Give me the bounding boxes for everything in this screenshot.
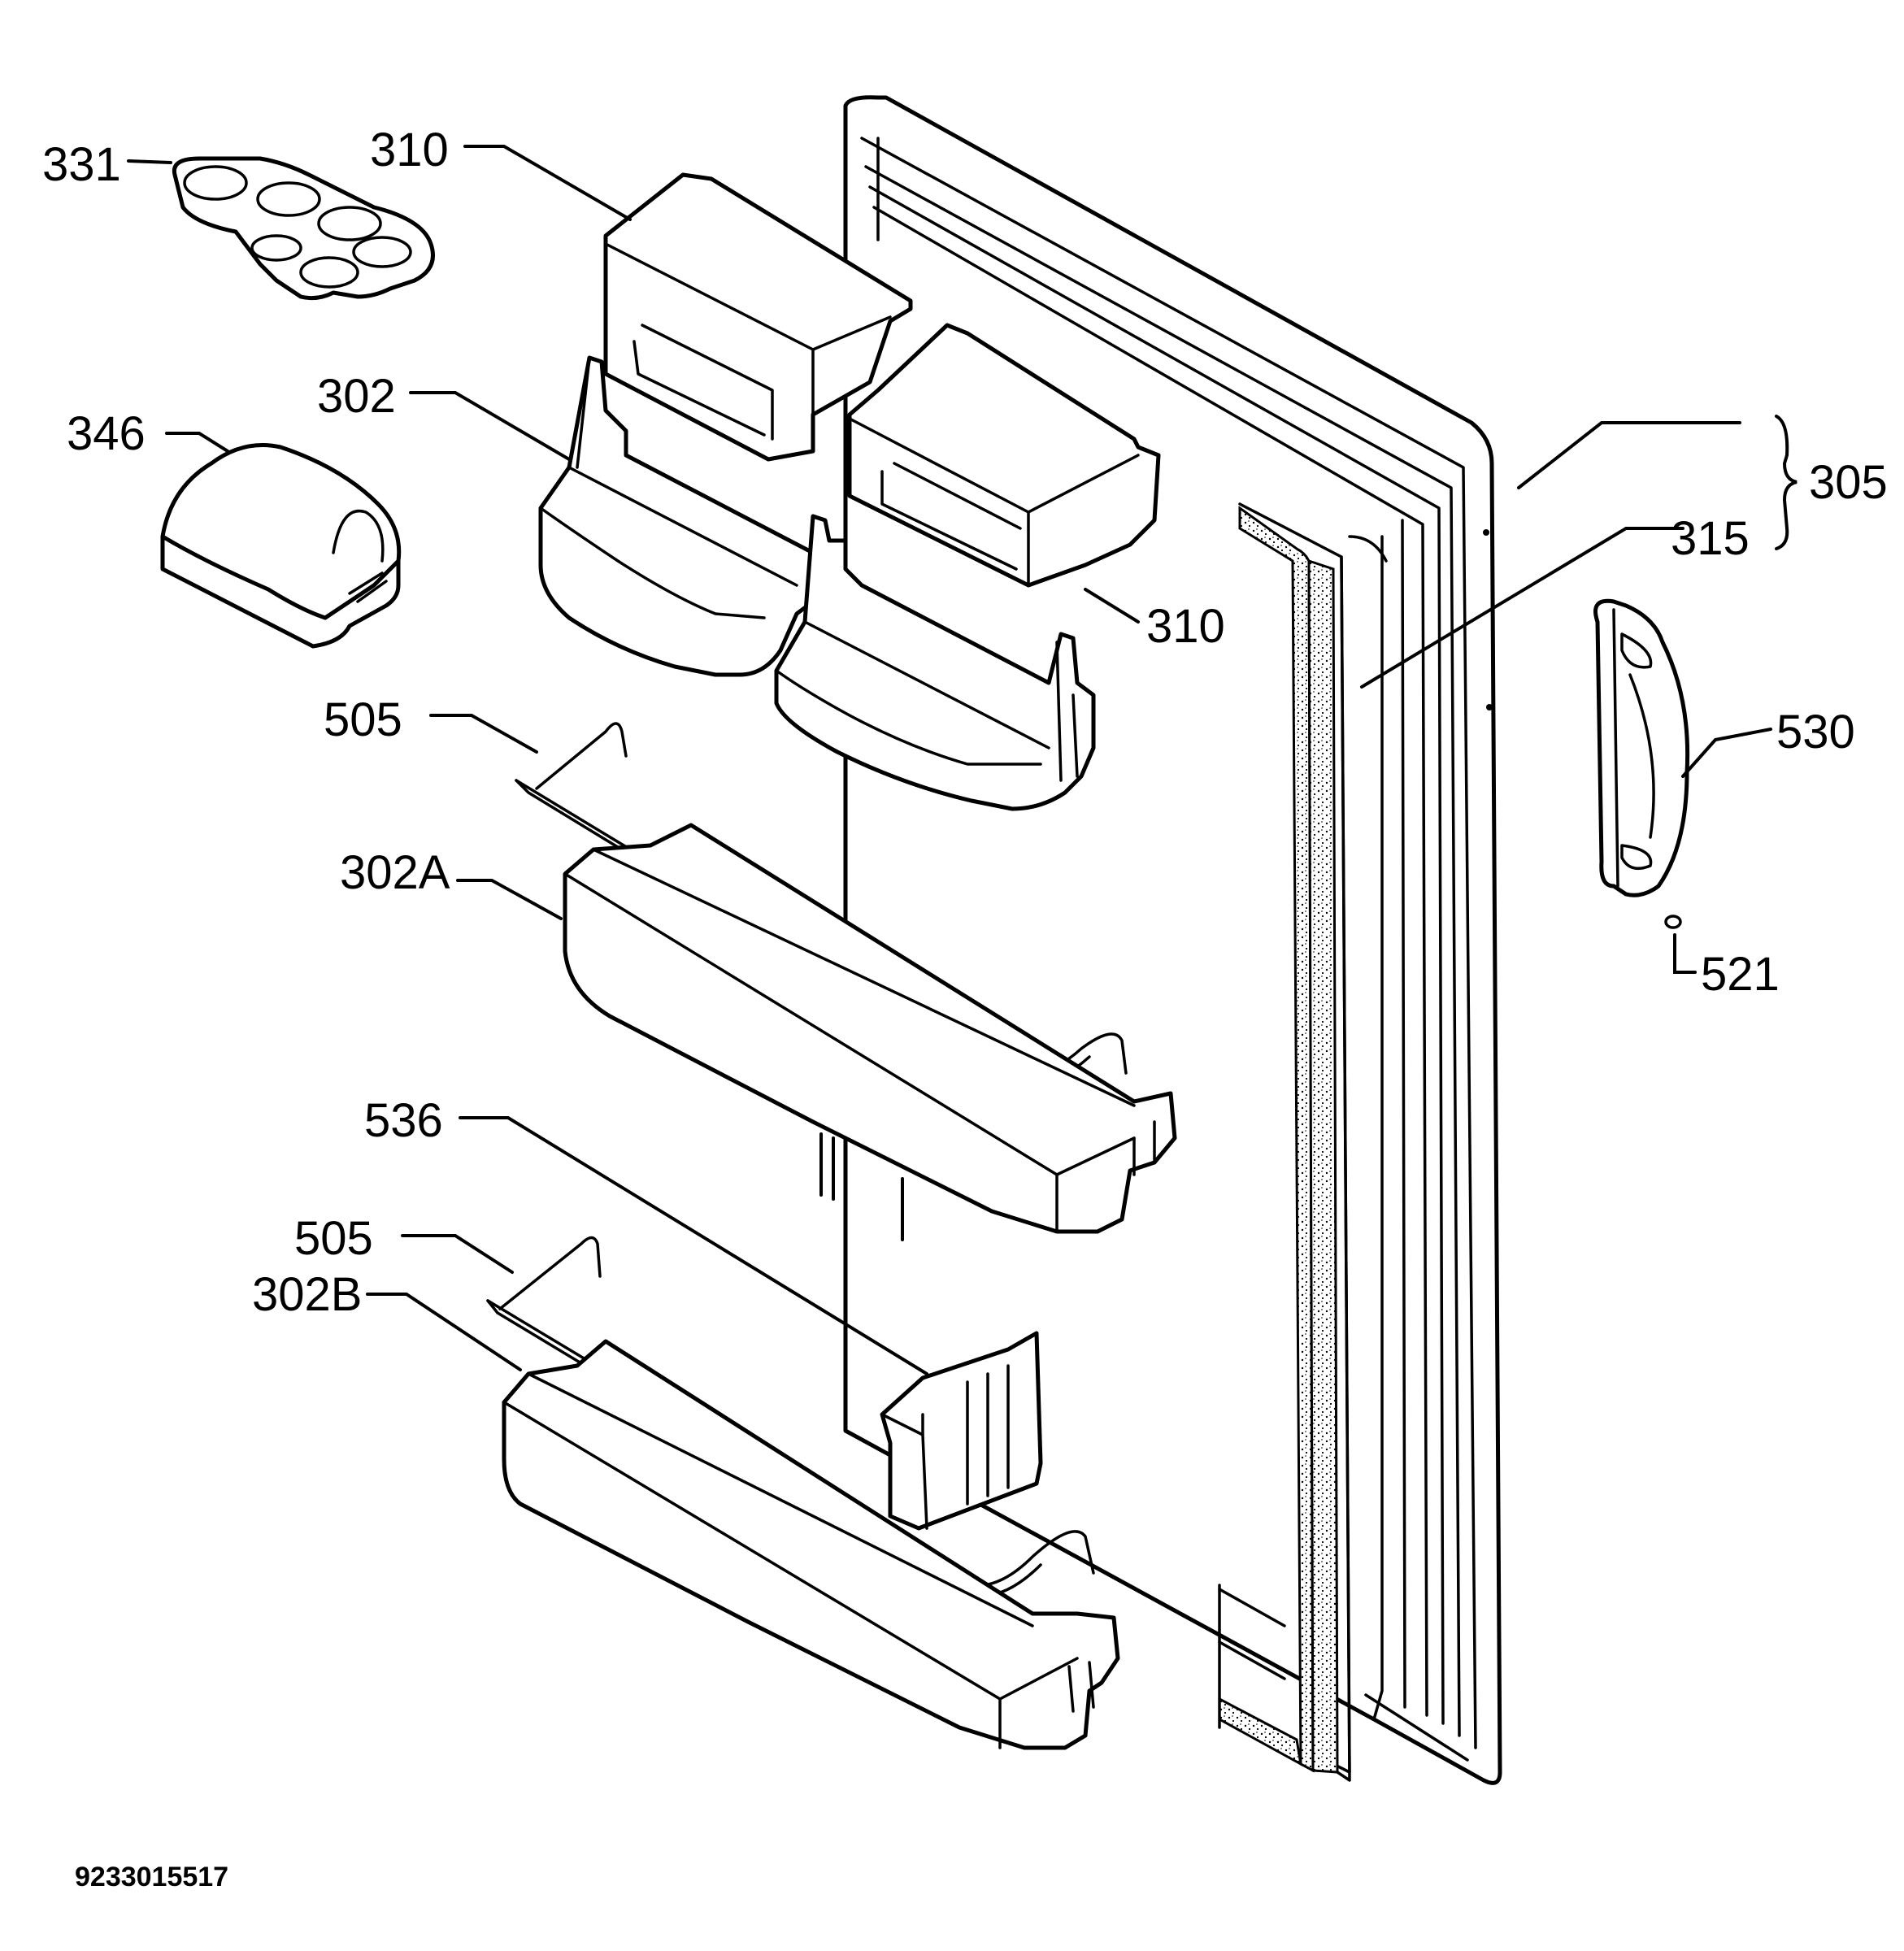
bottle-shelf-middle: [563, 823, 1177, 1234]
label-521: 521: [1701, 948, 1780, 1001]
label-310-lower: 310: [1146, 600, 1225, 653]
label-530: 530: [1776, 706, 1855, 758]
label-315: 315: [1671, 512, 1750, 565]
label-302: 302: [317, 370, 396, 423]
dairy-cover-lower: [847, 323, 1161, 588]
label-305: 305: [1809, 456, 1888, 509]
label-302a: 302A: [340, 846, 450, 899]
label-505-lower: 505: [294, 1212, 373, 1265]
label-505-upper: 505: [324, 693, 402, 746]
door-handle: [1593, 598, 1690, 897]
bottle-shelf-lower: [502, 1339, 1120, 1750]
leader-lines: [127, 145, 1797, 1375]
screw: [1664, 915, 1682, 929]
label-331: 331: [42, 138, 121, 191]
label-536: 536: [364, 1094, 443, 1147]
mounting-guides: [819, 1132, 904, 1241]
bottle-divider: [880, 1331, 1043, 1531]
dairy-cover-upper: [603, 172, 913, 462]
document-number: 9233015517: [75, 1862, 228, 1892]
label-310-upper: 310: [370, 124, 449, 176]
small-shelf-right: [774, 514, 1096, 811]
egg-tray: [172, 156, 435, 301]
door-gasket: [1218, 502, 1388, 1782]
label-302b: 302B: [252, 1268, 362, 1321]
butter-dish: [160, 443, 402, 649]
label-346: 346: [67, 407, 146, 460]
